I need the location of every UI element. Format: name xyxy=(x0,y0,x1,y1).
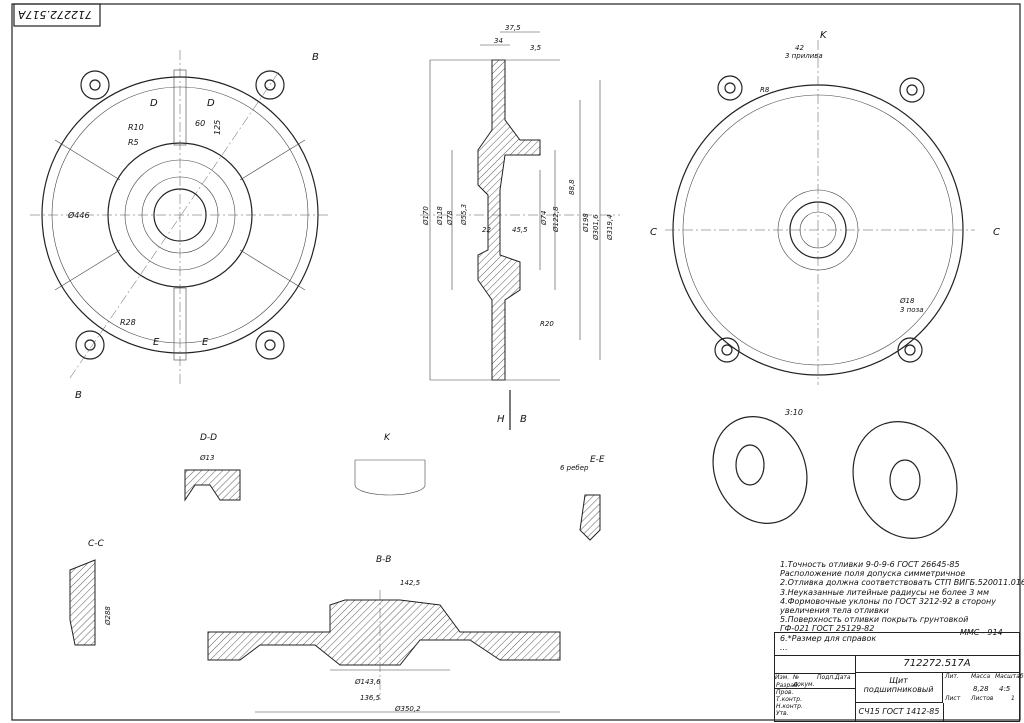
tb-lit-label: Лит. xyxy=(945,673,959,680)
section-label-cc: C-C xyxy=(88,539,105,549)
tb-row-razrab: Разраб. xyxy=(776,682,800,689)
dim-125: 125 xyxy=(213,120,222,135)
view-mark-b-top: B xyxy=(312,52,319,63)
corner-number-box xyxy=(13,3,101,27)
front-view xyxy=(30,50,330,385)
side-section-view xyxy=(420,31,620,430)
view-mark-b-side: B xyxy=(520,414,527,425)
tb-col-sign: Подп. xyxy=(817,674,836,681)
dim-136-5: 136,5 xyxy=(360,694,381,702)
dim-d170: Ø170 xyxy=(422,206,430,226)
technical-notes: 1.Точность отливки 9-0-9-6 ГОСТ 26645-85… xyxy=(780,560,1024,652)
note-5b: ГФ-021 ГОСТ 25129-82 xyxy=(780,624,875,634)
tb-col-doc: № докум. xyxy=(793,674,815,688)
drawing-frame xyxy=(11,3,1021,721)
tb-row-nkontr: Н.контр. xyxy=(776,703,803,710)
tb-sheet-label: Лист xyxy=(945,695,961,702)
detail-ee xyxy=(579,494,601,541)
view-mark-b-bottom: B xyxy=(75,390,82,401)
dim-88-8: 88,8 xyxy=(568,179,576,195)
dim-d319: Ø319,4 xyxy=(606,214,614,241)
view-mark-e-right: E xyxy=(202,337,209,348)
note-1: 1.Точность отливки 9-0-9-6 ГОСТ 26645-85 xyxy=(780,560,960,569)
dim-r10: R10 xyxy=(128,123,144,132)
dim-45-5: 45,5 xyxy=(512,226,528,234)
view-mark-d-left: D xyxy=(150,98,158,109)
dim-3-poza: 3 поза xyxy=(900,306,924,314)
dim-3-prilivа: 3 прилива xyxy=(785,52,823,60)
dim-d13: Ø13 xyxy=(199,454,214,462)
tb-material: СЧ15 ГОСТ 1412-85 xyxy=(855,703,944,721)
scale-label-iso: 3:10 xyxy=(785,408,803,417)
tb-sheets-label: Листов xyxy=(971,695,994,702)
dim-diameter-446: Ø446 xyxy=(67,210,90,220)
dim-3-5: 3,5 xyxy=(530,44,542,52)
dim-6-reber: 6 ребер xyxy=(560,464,589,472)
isometric-views xyxy=(712,416,958,539)
section-label-ee: E-E xyxy=(590,455,605,465)
note-4b: увеличения тела отливки xyxy=(780,606,889,616)
tb-sheets: 1 xyxy=(1011,695,1015,702)
note-5: 5.Поверхность отливки покрыть грунтовкой xyxy=(780,615,969,625)
tb-mass: 8,28 xyxy=(973,685,989,693)
tb-row-tkontr: Т.контр. xyxy=(776,696,803,703)
title-block: Изм. № докум. Подп. Дата Разраб. Пров. Т… xyxy=(774,632,1024,722)
tb-drawing-number: 712272.517A xyxy=(855,655,1019,673)
detail-k xyxy=(354,459,426,496)
dim-34: 34 xyxy=(494,37,503,45)
tb-row-utv: Утв. xyxy=(776,710,789,717)
view-mark-k: K xyxy=(820,30,828,41)
dim-22: 22 xyxy=(482,226,491,234)
dim-d55-3: Ø55,3 xyxy=(460,204,468,226)
dim-142-5: 142,5 xyxy=(400,579,421,587)
view-mark-d-right: D xyxy=(207,98,215,109)
note-1b: Расположение поля допуска симметричное xyxy=(780,569,966,579)
note-4: 4.Формовочные уклоны по ГОСТ 3212-92 в с… xyxy=(780,596,996,606)
dim-r20: R20 xyxy=(540,320,554,328)
note-2: 2.Отливка должна соответствовать СТП ВИГ… xyxy=(780,578,1024,588)
dim-60: 60 xyxy=(195,119,205,128)
tb-mass-label: Масса xyxy=(971,673,991,680)
section-label-k: K xyxy=(384,433,391,443)
view-mark-c-left: C xyxy=(650,227,657,238)
dim-42: 42 xyxy=(795,44,804,52)
dim-d122-8: Ø122,8 xyxy=(552,206,560,233)
tb-row-prov: Пров. xyxy=(776,689,794,696)
tb-name-2: подшипниковый xyxy=(863,685,934,694)
corner-number: 712272.517A xyxy=(18,8,92,21)
dim-37-5: 37,5 xyxy=(505,24,521,32)
tb-row-izm: Изм. xyxy=(775,674,790,681)
tb-scale-label: Масштаб xyxy=(995,673,1024,680)
dim-d301: Ø301,6 xyxy=(592,214,600,241)
dim-d74: Ø74 xyxy=(540,211,548,226)
dim-d18: Ø18 xyxy=(899,297,915,305)
note-6: 6.*Размер для справок xyxy=(780,633,877,643)
section-label-bb: B-B xyxy=(376,555,391,565)
dim-d350-2: Ø350,2 xyxy=(394,705,421,713)
note-3: 3.Неуказанные литейные радиусы не более … xyxy=(780,587,989,597)
dim-r5: R5 xyxy=(128,138,139,147)
view-mark-c-right: C xyxy=(993,227,1000,238)
section-label-dd: D-D xyxy=(200,433,217,443)
dim-d78: Ø78 xyxy=(446,210,454,226)
detail-cc xyxy=(69,559,96,646)
dim-d143-6: Ø143,6 xyxy=(354,678,381,686)
view-mark-e-left: E xyxy=(153,337,160,348)
rear-view xyxy=(665,40,975,385)
tb-scale: 4:5 xyxy=(999,685,1011,693)
tb-name-1: Щит xyxy=(889,676,908,685)
view-mark-h: H xyxy=(497,414,505,425)
dim-r28: R28 xyxy=(120,318,136,327)
dim-d118: Ø118 xyxy=(436,206,444,226)
section-bb xyxy=(207,590,561,713)
detail-dd xyxy=(184,469,241,502)
dim-d198: Ø198 xyxy=(582,213,590,233)
note-ellipsis: ... xyxy=(780,642,788,652)
dim-d288: Ø288 xyxy=(104,606,112,626)
dim-r8: R8 xyxy=(760,86,770,94)
tb-col-date: Дата xyxy=(835,674,851,681)
